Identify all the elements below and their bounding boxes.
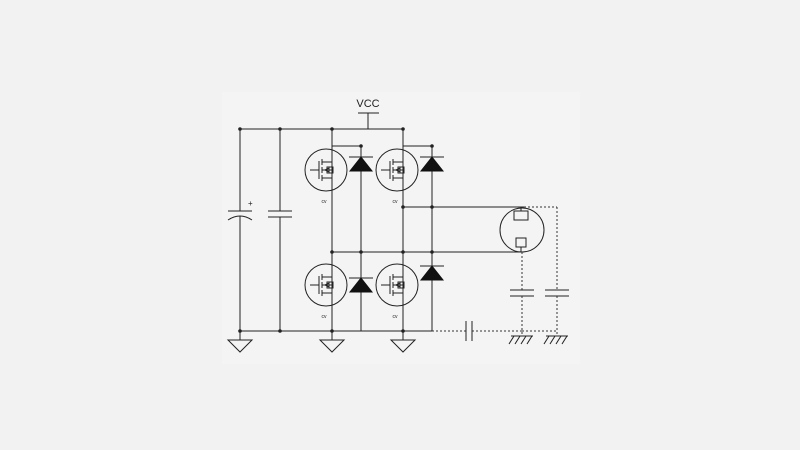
vcc-label: VCC bbox=[356, 98, 379, 110]
drawing-area bbox=[222, 92, 580, 364]
output-wires bbox=[401, 205, 524, 253]
diode bbox=[419, 265, 445, 281]
transistor-label: cv bbox=[393, 314, 399, 320]
polarity-mark: + bbox=[248, 199, 253, 208]
vcc-terminal: VCC bbox=[356, 98, 380, 129]
chassis-ground bbox=[508, 335, 533, 345]
transistor-label: cv bbox=[393, 199, 399, 205]
mosfet-low-side-b: cv bbox=[375, 261, 419, 320]
ground-symbol bbox=[226, 331, 254, 353]
transistor-label: cv bbox=[322, 199, 328, 205]
diode bbox=[348, 277, 374, 293]
diode-branch-b bbox=[403, 144, 434, 331]
ground-symbol bbox=[318, 331, 346, 353]
diode-branch-a bbox=[332, 144, 363, 331]
snubber-network bbox=[510, 206, 569, 336]
bulk-capacitor bbox=[268, 129, 292, 331]
midpoint-link bbox=[330, 250, 434, 254]
transistor-label: cv bbox=[322, 314, 328, 320]
coupling-capacitor bbox=[465, 321, 557, 341]
diode bbox=[348, 156, 374, 172]
mosfet-high-side-a: cv bbox=[304, 146, 348, 205]
chassis-ground bbox=[543, 335, 568, 345]
mosfet-low-side-a: cv bbox=[304, 261, 348, 320]
polarized-capacitor: + bbox=[227, 129, 253, 331]
ground-symbol bbox=[389, 331, 417, 353]
mosfet-high-side-b: cv bbox=[375, 146, 419, 205]
diode bbox=[419, 156, 445, 172]
